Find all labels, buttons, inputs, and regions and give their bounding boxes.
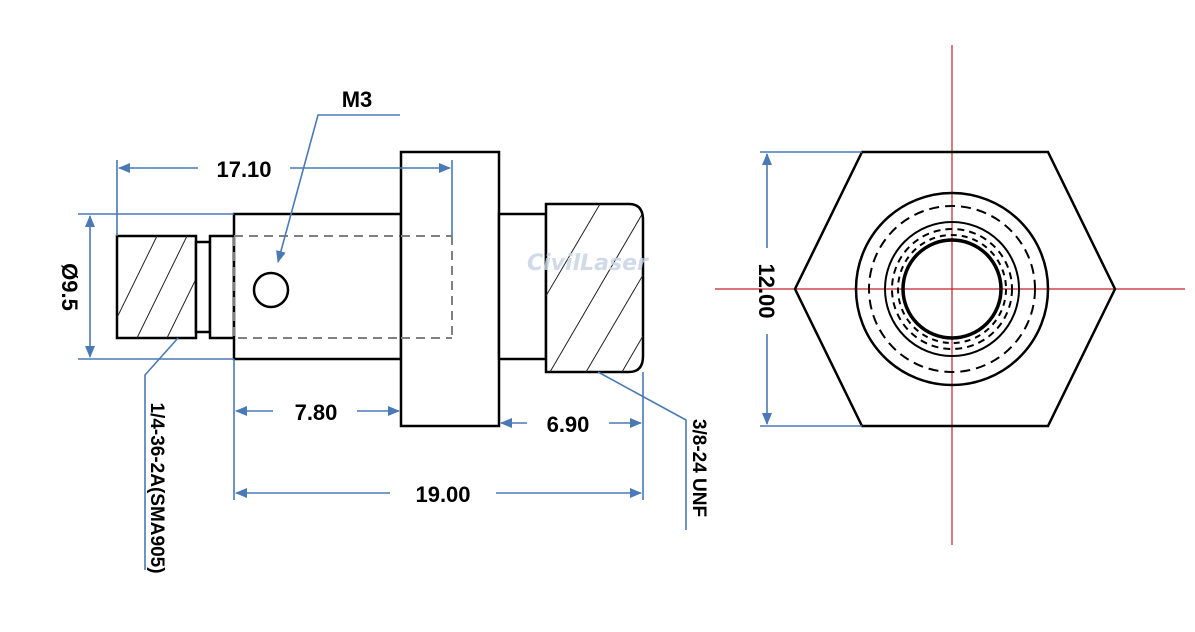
hex-flange [399,150,501,428]
inner-dashed-ring-1 [891,228,1013,350]
dim-diameter: Ø9.5 [57,263,82,311]
inner-dashed-ring-2 [897,234,1007,344]
right-thread-hatching [546,204,643,372]
thread-minor-dashed [868,205,1036,373]
dim-right-thread-length: 6.90 [547,412,590,437]
callout-left-thread: 1/4-36-2A(SMA905) [146,402,167,573]
bore-circle [901,238,1003,340]
end-view [715,45,1185,545]
side-view-dimensions: 17.10 M3 Ø9.5 1/4-36-2A(SMA905) 7.80 6.9… [57,87,709,574]
dim-across-corners: 12.00 [754,263,779,318]
callout-right-thread: 3/8-24 UNF [688,419,709,517]
dim-body-length: 7.80 [295,400,338,425]
inner-solid-ring [884,221,1020,357]
outer-thread-circle [854,191,1050,387]
callout-set-screw: M3 [342,87,373,112]
left-thread-hatching [117,236,196,338]
right-thread-leader [597,371,687,530]
m3-leader [276,114,400,263]
hidden-bore [233,235,453,339]
undercut-collar [194,240,212,334]
dim-total-length: 19.00 [415,482,470,507]
side-view [115,150,645,428]
set-screw-hole [252,271,290,309]
hexagon-outline [793,150,1117,428]
left-thread-leader [144,337,179,570]
end-view-dimensions: 12.00 [754,151,862,427]
undercut-groove [208,234,236,340]
dim-length-to-hole: 17.10 [216,157,271,182]
left-thread-section [115,234,198,340]
right-neck [497,212,548,361]
watermark-logo: CivilLaser [527,251,649,276]
right-thread-section [544,202,645,374]
